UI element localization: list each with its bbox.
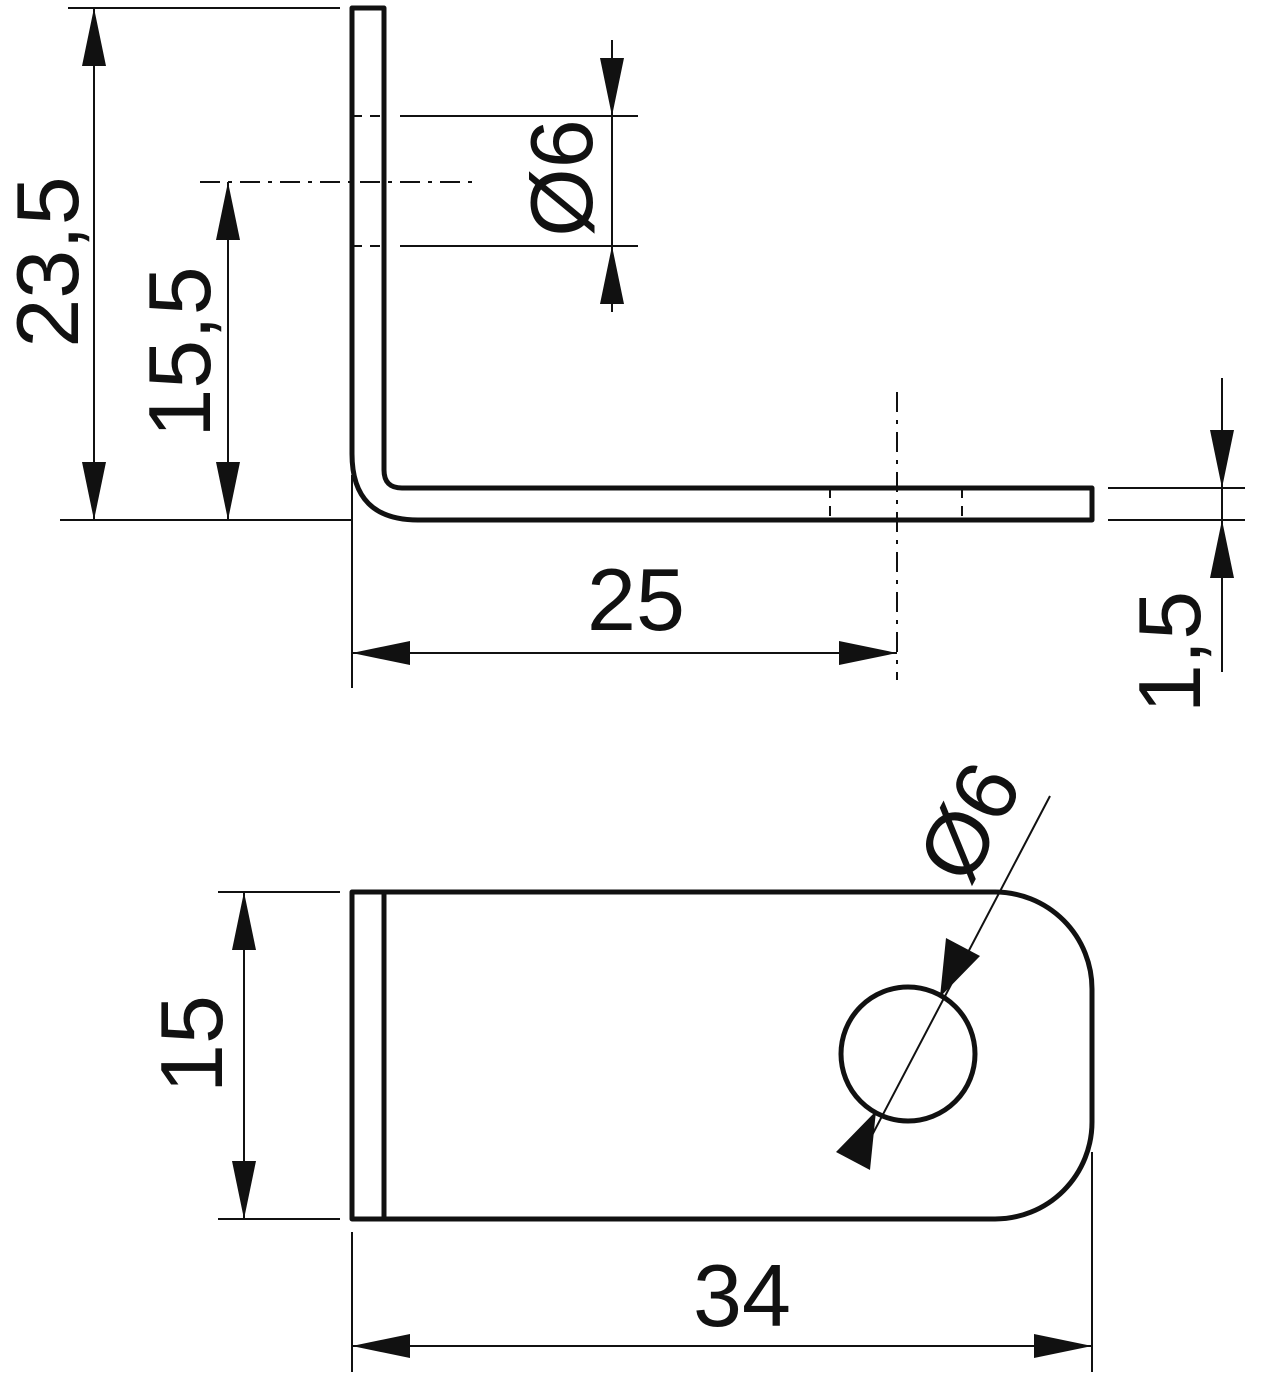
arrow-hole-diameter-bottom <box>600 246 624 304</box>
arrow-plate-width-bottom <box>232 1161 256 1219</box>
dim-label-plate-width: 15 <box>142 995 241 1093</box>
arrow-plate-length-right <box>1034 1334 1092 1358</box>
arrow-plate-width-top <box>232 892 256 950</box>
arrow-plate-length-left <box>352 1334 410 1358</box>
dim-label-leg-length: 25 <box>587 550 685 649</box>
dim-label-hole-center-height: 15,5 <box>130 266 229 437</box>
bracket-profile <box>349 5 1095 523</box>
arrow-thickness-top <box>1210 430 1234 488</box>
arrow-height-total-top <box>82 8 106 66</box>
arrow-hole-diameter-top <box>600 58 624 116</box>
top-view: 15 34 Ø6 <box>142 747 1095 1372</box>
side-view: 23,5 15,5 Ø6 25 1,5 <box>0 5 1245 713</box>
dim-label-thickness: 1,5 <box>1120 591 1219 713</box>
arrow-hole-diameter-inner <box>836 1111 876 1170</box>
arrow-thickness-bottom <box>1210 520 1234 578</box>
dim-label-hole-diameter-side: Ø6 <box>512 119 611 236</box>
arrow-hole-center-top <box>216 182 240 240</box>
mounting-hole <box>838 984 978 1124</box>
arrow-leg-length-right <box>839 641 897 665</box>
dim-label-hole-diameter-top: Ø6 <box>898 747 1041 897</box>
arrow-leg-length-left <box>352 641 410 665</box>
arrow-hole-diameter-outer <box>940 938 980 997</box>
arrow-height-total-bottom <box>82 462 106 520</box>
dim-label-height-total: 23,5 <box>0 176 97 347</box>
bracket-plate <box>349 889 1095 1222</box>
arrow-hole-center-bottom <box>216 462 240 520</box>
dim-label-plate-length: 34 <box>693 1246 791 1345</box>
